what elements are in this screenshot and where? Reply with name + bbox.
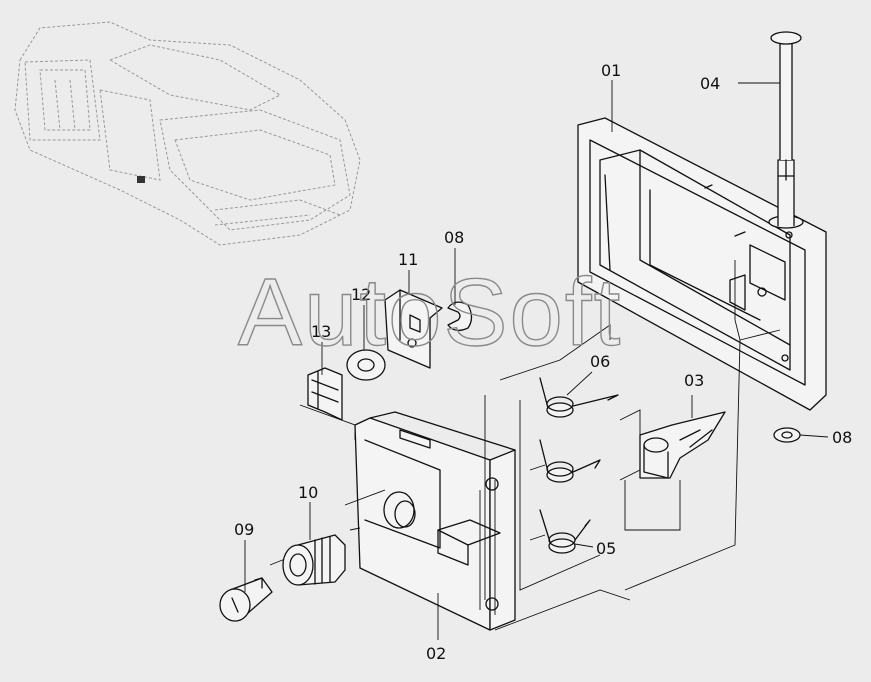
part-08-washer-right — [773, 427, 801, 443]
callout-05: 05 — [596, 539, 616, 558]
callout-11: 11 — [398, 250, 418, 269]
part-09-keycap — [219, 577, 273, 622]
assembly-lines — [269, 260, 781, 631]
callout-labels: 01 04 03 11 08 12 13 06 05 08 10 09 02 — [234, 61, 852, 663]
part-03-latch — [639, 411, 726, 479]
part-04-pin — [768, 31, 804, 229]
part-06-spring-upper — [539, 377, 619, 418]
callout-08-top: 08 — [444, 228, 464, 247]
callout-08-right: 08 — [832, 428, 852, 447]
part-02-lock-body — [354, 411, 516, 631]
callout-leaders — [244, 80, 829, 640]
part-08-eclip-left — [447, 301, 473, 332]
part-10-cylinder — [282, 534, 346, 586]
excavator-thumbnail — [14, 21, 361, 246]
callout-12: 12 — [351, 285, 371, 304]
callout-13: 13 — [311, 322, 331, 341]
part-11-clip — [384, 289, 443, 369]
part-13-plate — [307, 367, 343, 421]
part-05-spring-middle — [539, 439, 601, 483]
callout-06: 06 — [590, 352, 610, 371]
part-01-housing — [577, 117, 827, 411]
part-12-washer — [346, 349, 386, 381]
location-marker — [137, 176, 145, 183]
part-05-spring-lower — [539, 509, 591, 554]
callout-04: 04 — [700, 74, 720, 93]
callout-09: 09 — [234, 520, 254, 539]
watermark: AutoSoft — [238, 259, 622, 366]
callout-03: 03 — [684, 371, 704, 390]
callout-10: 10 — [298, 483, 318, 502]
callout-01: 01 — [601, 61, 621, 80]
callout-02: 02 — [426, 644, 446, 663]
